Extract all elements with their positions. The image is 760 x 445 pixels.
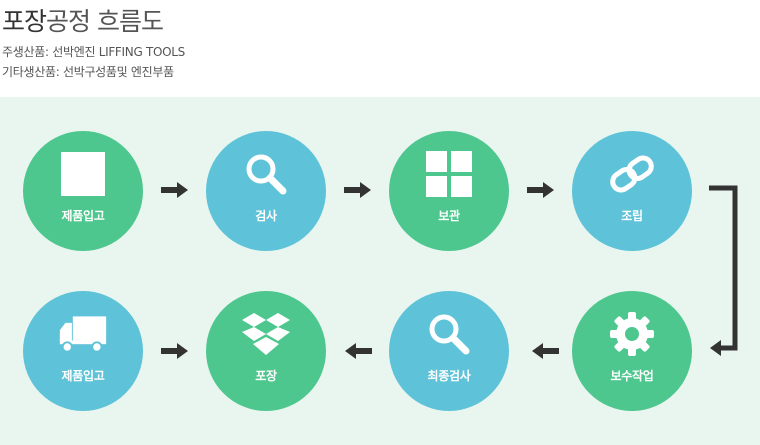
- step-label: 제품입고: [61, 369, 105, 383]
- step-label: 제품입고: [61, 209, 105, 223]
- step-storage: 보관: [389, 131, 509, 251]
- chain-link-icon: [607, 149, 657, 199]
- connector-down-arrow: [709, 185, 738, 356]
- gear-icon: [607, 309, 657, 359]
- main-products-line: 주생산품: 선박엔진 LIFFING TOOLS: [2, 45, 185, 59]
- title-rest: 공정 흐름도: [46, 7, 164, 36]
- step-repair-work: 보수작업: [572, 291, 692, 411]
- arrow-right-icon: [344, 182, 371, 198]
- page-title: 포장공정 흐름도: [2, 2, 164, 38]
- step-final-inspection: 최종검사: [389, 291, 509, 411]
- square-icon: [58, 149, 108, 199]
- step-label: 보관: [438, 209, 460, 223]
- step-assembly: 조립: [572, 131, 692, 251]
- step-product-receiving: 제품입고: [23, 131, 143, 251]
- title-highlight: 포장: [2, 7, 47, 36]
- step-label: 검사: [255, 209, 277, 223]
- step-label: 보수작업: [610, 369, 654, 383]
- flow-panel: 제품입고 검사 보관: [0, 97, 760, 445]
- magnifier-icon: [241, 149, 291, 199]
- step-packaging: 포장: [206, 291, 326, 411]
- magnifier-icon: [424, 309, 474, 359]
- step-label: 최종검사: [427, 369, 471, 383]
- step-label: 조립: [621, 209, 643, 223]
- step-label: 포장: [255, 369, 277, 383]
- other-products-line: 기타생산품: 선박구성품및 엔진부품: [2, 65, 174, 79]
- truck-icon: [58, 309, 108, 359]
- step-inspection: 검사: [206, 131, 326, 251]
- arrow-left-icon: [345, 343, 372, 359]
- arrow-left-icon: [532, 343, 559, 359]
- arrow-right-icon: [161, 182, 188, 198]
- arrow-right-icon: [161, 343, 188, 359]
- dropbox-box-icon: [241, 309, 291, 359]
- step-product-receiving-final: 제품입고: [23, 291, 143, 411]
- arrow-right-icon: [527, 182, 554, 198]
- grid-icon: [424, 149, 474, 199]
